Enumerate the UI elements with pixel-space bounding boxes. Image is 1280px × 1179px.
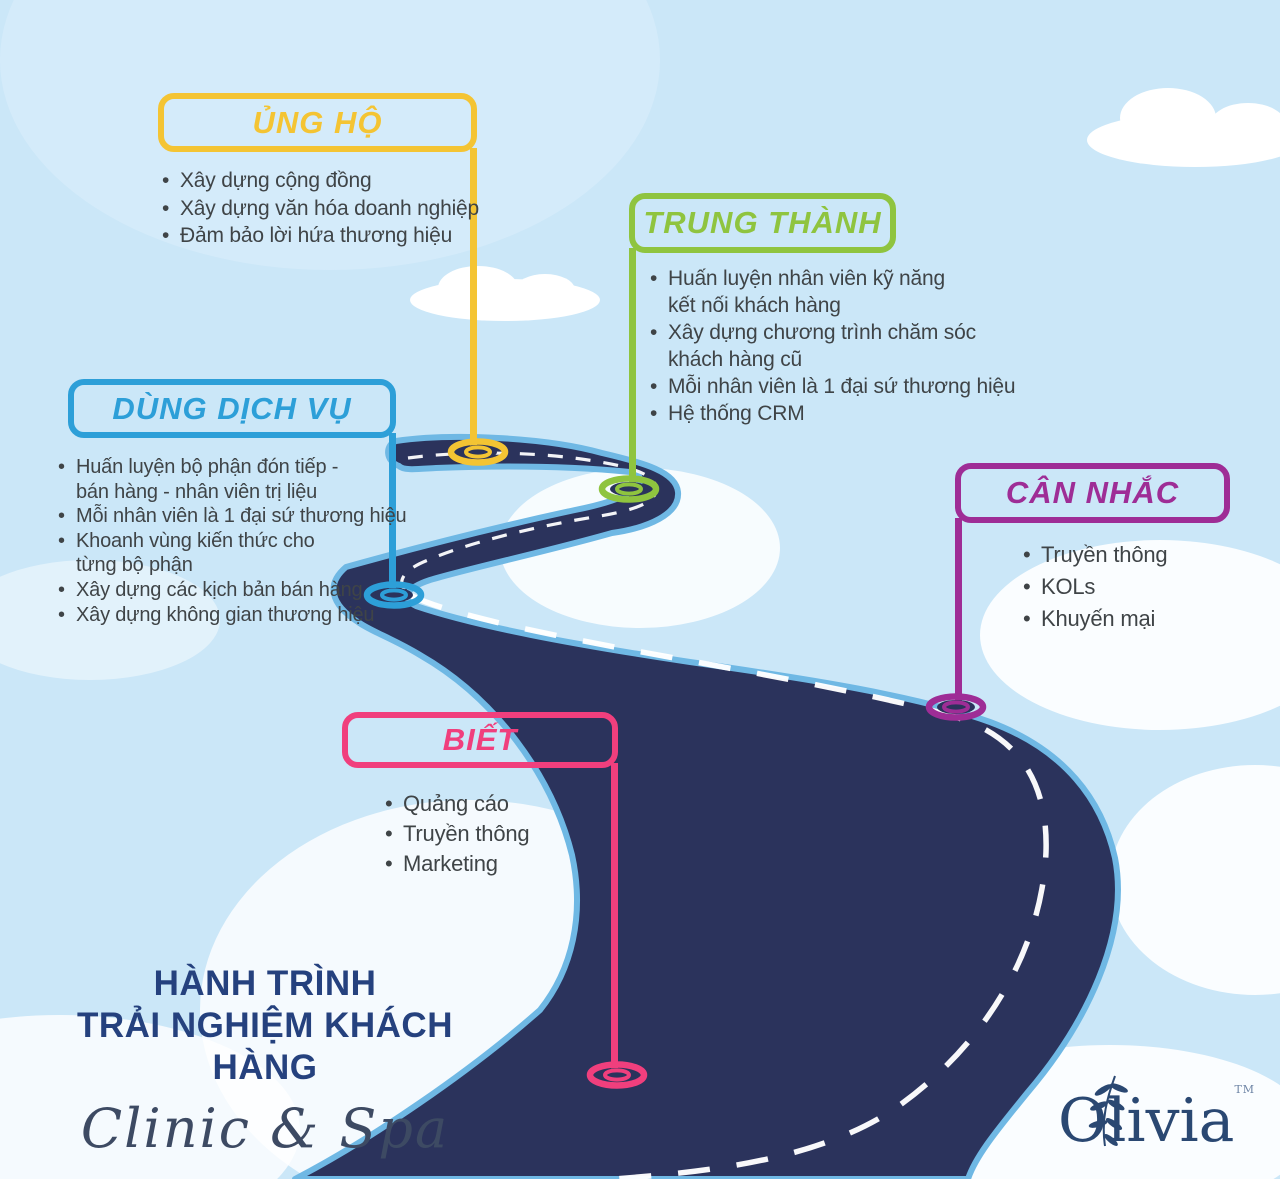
trademark-symbol: TM <box>1234 1083 1256 1096</box>
list-item: Xây dựng các kịch bản bán hàng <box>58 578 413 603</box>
stage-list-dungdichvu: Huấn luyện bộ phận đón tiếp - bán hàng -… <box>58 455 413 627</box>
list-item: KOLs <box>1023 571 1258 603</box>
list-item: Khoanh vùng kiến thức cho từng bộ phận <box>58 529 413 578</box>
list-item: Khuyến mại <box>1023 603 1258 635</box>
list-item: Truyền thông <box>385 819 635 849</box>
stage-box-ungho: ỦNG HỘ <box>158 93 477 152</box>
stage-box-dungdichvu: DÙNG DỊCH VỤ <box>68 379 396 438</box>
list-item: Huấn luyện nhân viên kỹ năng kết nối khá… <box>650 265 1040 319</box>
stage-box-trungthanh: TRUNG THÀNH <box>629 193 896 253</box>
list-item: Hệ thống CRM <box>650 400 1040 427</box>
road-centerline-lower <box>410 593 1049 1179</box>
stage-marker-trungthanh <box>598 475 660 503</box>
brand-logo: OliviaTM <box>1058 1083 1255 1156</box>
stage-list-biet: Quảng cáoTruyền thôngMarketing <box>385 789 635 879</box>
stage-list-trungthanh: Huấn luyện nhân viên kỹ năng kết nối khá… <box>650 265 1040 427</box>
main-title: HÀNH TRÌNH TRẢI NGHIỆM KHÁCH HÀNG Clinic… <box>30 963 500 1159</box>
list-item: Huấn luyện bộ phận đón tiếp - bán hàng -… <box>58 455 413 504</box>
stage-label-ungho: ỦNG HỘ <box>252 104 383 140</box>
list-item: Đảm bảo lời hứa thương hiệu <box>162 222 502 250</box>
stage-list-cannhac: Truyền thôngKOLsKhuyến mại <box>1023 539 1258 635</box>
stage-box-biet: BIẾT <box>342 712 618 768</box>
stage-marker-ungho <box>447 438 509 466</box>
title-line-2: TRẢI NGHIỆM KHÁCH HÀNG <box>77 1006 453 1087</box>
list-item: Xây dựng cộng đồng <box>162 167 502 195</box>
title-line-1: HÀNH TRÌNH <box>153 964 377 1003</box>
cloud-small-mid <box>410 266 600 321</box>
list-item: Xây dựng văn hóa doanh nghiệp <box>162 195 502 223</box>
list-item: Xây dựng chương trình chăm sóc khách hàn… <box>650 319 1040 373</box>
stage-label-dungdichvu: DÙNG DỊCH VỤ <box>112 390 352 426</box>
list-item: Mỗi nhân viên là 1 đại sứ thương hiệu <box>58 504 413 529</box>
cloud-top-right <box>1087 88 1280 167</box>
stage-label-trungthanh: TRUNG THÀNH <box>643 205 882 240</box>
title-script: Clinic & Spa <box>80 1097 450 1160</box>
brand-name: Olivia <box>1058 1086 1235 1156</box>
stage-marker-cannhac <box>925 693 987 721</box>
road-centerline-upper <box>400 451 658 598</box>
stage-label-cannhac: CÂN NHẮC <box>1005 475 1180 510</box>
stage-label-biet: BIẾT <box>442 722 518 757</box>
stage-marker-biet <box>586 1061 648 1089</box>
stage-list-ungho: Xây dựng cộng đồngXây dựng văn hóa doanh… <box>162 167 502 250</box>
list-item: Quảng cáo <box>385 789 635 819</box>
road <box>292 434 1121 1179</box>
stage-box-cannhac: CÂN NHẮC <box>955 463 1230 523</box>
list-item: Xây dựng không gian thương hiệu <box>58 603 413 628</box>
list-item: Truyền thông <box>1023 539 1258 571</box>
list-item: Mỗi nhân viên là 1 đại sứ thương hiệu <box>650 373 1040 400</box>
list-item: Marketing <box>385 849 635 879</box>
